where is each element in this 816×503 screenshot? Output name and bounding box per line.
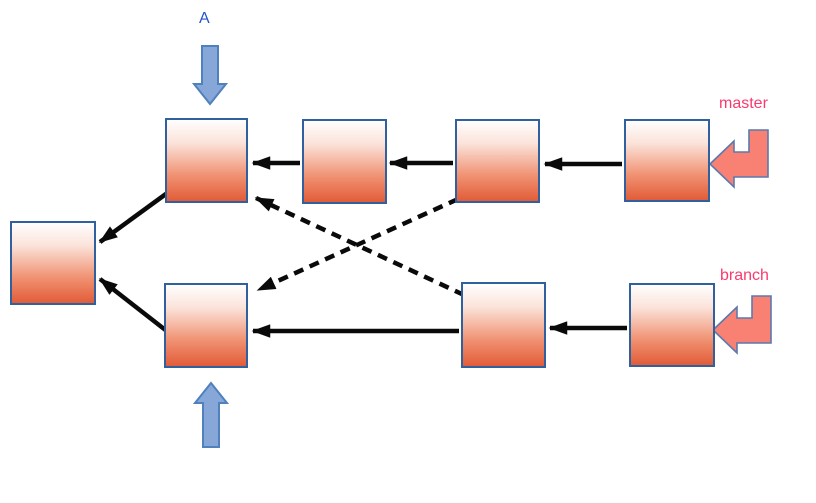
commit-node-top-2 xyxy=(302,119,387,204)
commit-node-bottom-2 xyxy=(461,282,546,368)
commit-node-merge-base xyxy=(10,221,96,305)
branch-pointer-bent-arrow-icon xyxy=(711,295,772,355)
edge-top1-to-merge-base xyxy=(98,189,172,244)
dashed-edges xyxy=(254,195,465,298)
edge-bottom1-to-merge-base xyxy=(98,277,170,334)
solid-edges xyxy=(98,156,627,338)
dashed-edge-bottom2-to-top1 xyxy=(254,195,465,298)
commit-node-top-4 xyxy=(624,119,710,202)
annotation-arrow-up-icon xyxy=(192,381,230,448)
master-pointer-bent-arrow-icon xyxy=(708,129,769,189)
annotation-a-label: A xyxy=(199,10,210,27)
master-label: master xyxy=(719,95,768,112)
branch-label: branch xyxy=(720,267,769,284)
commit-node-bottom-3 xyxy=(629,283,715,367)
dashed-edge-top3-to-bottom1 xyxy=(256,196,459,293)
master-pointer xyxy=(708,129,769,189)
commit-node-top-3 xyxy=(455,119,540,203)
branch-pointer xyxy=(711,295,772,355)
commit-node-top-1 xyxy=(165,118,248,203)
commit-node-bottom-1 xyxy=(164,283,248,368)
annotation-arrow-down-icon xyxy=(191,45,229,106)
